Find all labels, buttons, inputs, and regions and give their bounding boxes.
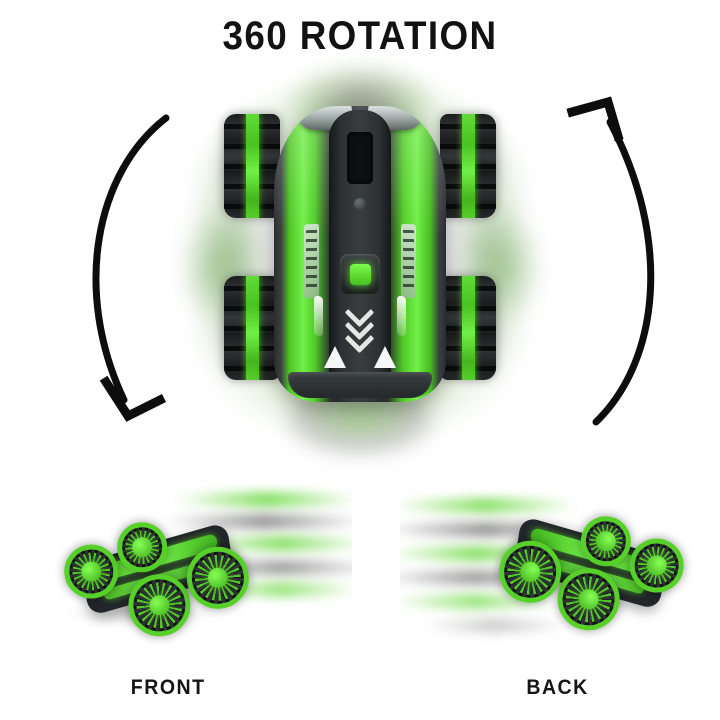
car-body-shell xyxy=(274,106,446,402)
power-led-indicator xyxy=(349,263,371,285)
chevron-arrows-icon xyxy=(347,302,373,344)
wheel-green-rim xyxy=(245,114,259,218)
rear-bumper xyxy=(288,372,432,398)
wheel-green-rim xyxy=(461,114,475,218)
left-rotation-arc xyxy=(92,114,170,404)
back-view xyxy=(400,478,700,668)
right-rotation-arc xyxy=(592,118,655,426)
side-decal-right xyxy=(401,223,416,299)
rear-accent-left xyxy=(324,346,346,368)
wheel-green-rim xyxy=(245,276,259,380)
front-view xyxy=(52,478,352,668)
roof-vent xyxy=(347,132,373,184)
wheel-front-right xyxy=(440,114,496,218)
wheel-green-rim xyxy=(461,276,475,380)
hero-car-top-view xyxy=(164,54,558,468)
roof-screw xyxy=(354,198,366,210)
front-label: FRONT xyxy=(130,676,206,699)
body-accent-left xyxy=(314,295,323,337)
back-label: BACK xyxy=(526,676,589,699)
left-arrowhead-icon xyxy=(99,375,167,422)
right-arrowhead-icon xyxy=(566,96,624,142)
rear-accent-right xyxy=(374,346,396,368)
side-decal-left xyxy=(304,223,319,299)
wheel-rear-right xyxy=(440,276,496,380)
body-accent-right xyxy=(397,295,406,337)
wheel-front-left xyxy=(224,114,280,218)
wheel-rear-left xyxy=(224,276,280,380)
power-led-housing xyxy=(340,254,380,294)
page-title: 360 ROTATION xyxy=(222,14,498,58)
motion-streaks-front xyxy=(52,478,352,668)
